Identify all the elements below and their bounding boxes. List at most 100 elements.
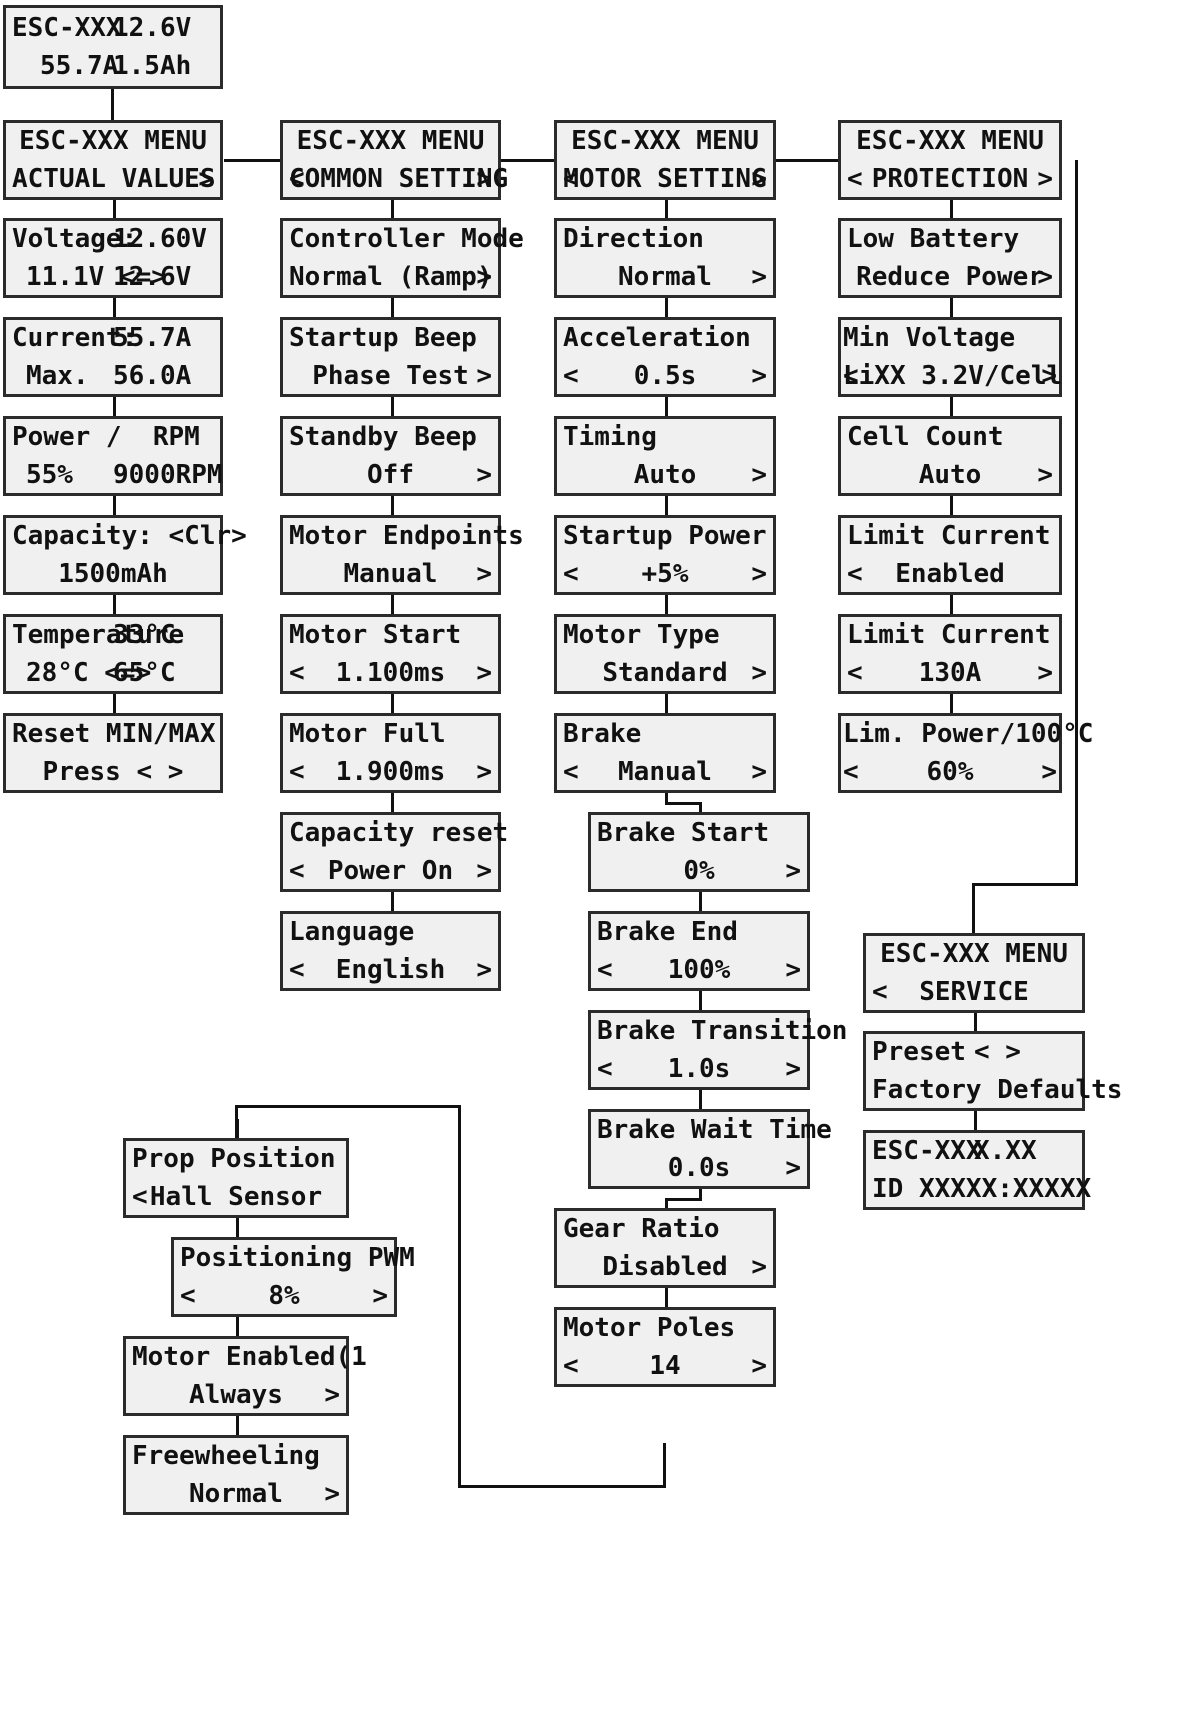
left-arrow-icon[interactable]: < [563, 361, 579, 391]
left-arrow-icon[interactable]: < [180, 1281, 196, 1311]
screen-motor-start[interactable]: Motor Start<1.100ms> [280, 614, 501, 694]
right-arrow-icon[interactable]: > [1041, 361, 1057, 391]
screen-limit-current-en[interactable]: Limit Current<Enabled [838, 515, 1062, 595]
screen-capacity-reset[interactable]: Capacity reset<Power On> [280, 812, 508, 892]
right-arrow-icon[interactable]: > [785, 955, 801, 985]
right-arrow-icon[interactable]: > [751, 361, 767, 391]
screen-limit-current-a[interactable]: Limit Current<130A> [838, 614, 1062, 694]
screen-preset[interactable]: Preset< >Factory Defaults [863, 1031, 1122, 1111]
left-arrow-icon[interactable]: < [843, 361, 859, 391]
right-arrow-icon[interactable]: > [198, 164, 214, 194]
screen-prop-position[interactable]: Prop Position<Hall Sensor [123, 1138, 349, 1218]
left-arrow-icon[interactable]: < [289, 955, 305, 985]
right-arrow-icon[interactable]: > [476, 955, 492, 985]
right-arrow-icon[interactable]: > [324, 1479, 340, 1509]
left-arrow-icon[interactable]: < [289, 757, 305, 787]
right-arrow-icon[interactable]: > [476, 757, 492, 787]
screen-menu-protection[interactable]: ESC-XXX MENU < PROTECTION > [838, 120, 1062, 200]
screen-status[interactable]: ESC-XXX 12.6V 55.7A 1.5Ah [3, 5, 223, 89]
left-arrow-icon[interactable]: < [847, 559, 863, 589]
left-arrow-icon[interactable]: < [563, 1351, 579, 1381]
screen-language[interactable]: Language<English> [280, 911, 501, 991]
screen-startup-power[interactable]: Startup Power<+5%> [554, 515, 776, 595]
screen-acceleration[interactable]: Acceleration<0.5s> [554, 317, 776, 397]
left-arrow-icon[interactable]: < [563, 757, 579, 787]
connector [950, 595, 953, 616]
left-arrow-icon[interactable]: < [289, 164, 305, 194]
screen-brake-end[interactable]: Brake End<100%> [588, 911, 810, 991]
left-arrow-icon[interactable]: < [597, 955, 613, 985]
left-arrow-icon[interactable]: < [847, 164, 863, 194]
right-arrow-icon[interactable]: > [1037, 164, 1053, 194]
right-arrow-icon[interactable]: > [476, 164, 492, 194]
screen-menu-motor-setting[interactable]: ESC-XXX MENU < MOTOR SETTING > [554, 120, 776, 200]
right-arrow-icon[interactable]: > [751, 559, 767, 589]
left-arrow-icon[interactable]: < [563, 164, 579, 194]
left-arrow-icon[interactable]: < [847, 658, 863, 688]
right-arrow-icon[interactable]: > [324, 1380, 340, 1410]
right-arrow-icon[interactable]: > [372, 1281, 388, 1311]
right-arrow-icon[interactable]: > [476, 856, 492, 886]
right-arrow-icon[interactable]: > [476, 262, 492, 292]
current-line-1: Current:55.7A [12, 319, 214, 357]
screen-lim-power-100c[interactable]: Lim. Power/100°C<60%> [838, 713, 1093, 793]
right-arrow-icon[interactable]: > [751, 262, 767, 292]
left-arrow-icon[interactable]: < [563, 559, 579, 589]
screen-motor-full[interactable]: Motor Full<1.900ms> [280, 713, 501, 793]
right-arrow-icon[interactable]: > [1037, 658, 1053, 688]
right-arrow-icon[interactable]: > [751, 460, 767, 490]
screen-min-voltage[interactable]: Min Voltage<LiXX 3.2V/Cell> [838, 317, 1062, 397]
screen-positioning-pwm[interactable]: Positioning PWM<8%> [171, 1237, 415, 1317]
right-arrow-icon[interactable]: > [476, 559, 492, 589]
direction-line-2: Normal> [563, 258, 767, 296]
screen-menu-service[interactable]: ESC-XXX MENU < SERVICE [863, 933, 1085, 1013]
right-arrow-icon[interactable]: > [751, 164, 767, 194]
left-arrow-icon[interactable]: < [132, 1182, 148, 1212]
brake-value: Manual [618, 757, 712, 787]
left-arrow-icon[interactable]: < [597, 1054, 613, 1084]
right-arrow-icon[interactable]: > [751, 1252, 767, 1282]
right-arrow-icon[interactable]: > [476, 460, 492, 490]
screen-brake-transition[interactable]: Brake Transition<1.0s> [588, 1010, 847, 1090]
right-arrow-icon[interactable]: > [751, 757, 767, 787]
right-arrow-icon[interactable]: > [785, 1153, 801, 1183]
right-arrow-icon[interactable]: > [785, 856, 801, 886]
right-arrow-icon[interactable]: > [751, 1351, 767, 1381]
right-arrow-icon[interactable]: > [751, 658, 767, 688]
right-arrow-icon[interactable]: > [1037, 262, 1053, 292]
right-arrow-icon[interactable]: > [785, 1054, 801, 1084]
right-arrow-icon[interactable]: > [476, 658, 492, 688]
screen-menu-actual-values[interactable]: ESC-XXX MENU ACTUAL VALUES > [3, 120, 223, 200]
right-arrow-icon[interactable]: > [1041, 757, 1057, 787]
screen-capacity[interactable]: Capacity: <Clr>1500mAh [3, 515, 247, 595]
screen-brake[interactable]: Brake<Manual> [554, 713, 776, 793]
left-arrow-icon[interactable]: < [289, 658, 305, 688]
left-arrow-icon[interactable]: < [289, 856, 305, 886]
left-arrow-icon[interactable]: < [843, 757, 859, 787]
screen-menu-common-setting[interactable]: ESC-XXX MENU < COMMON SETTING > [280, 120, 508, 200]
right-arrow-icon[interactable]: > [1037, 460, 1053, 490]
left-arrow-icon[interactable]: < [872, 977, 888, 1007]
screen-motor-poles[interactable]: Motor Poles<14> [554, 1307, 776, 1387]
right-arrow-icon[interactable]: > [476, 361, 492, 391]
